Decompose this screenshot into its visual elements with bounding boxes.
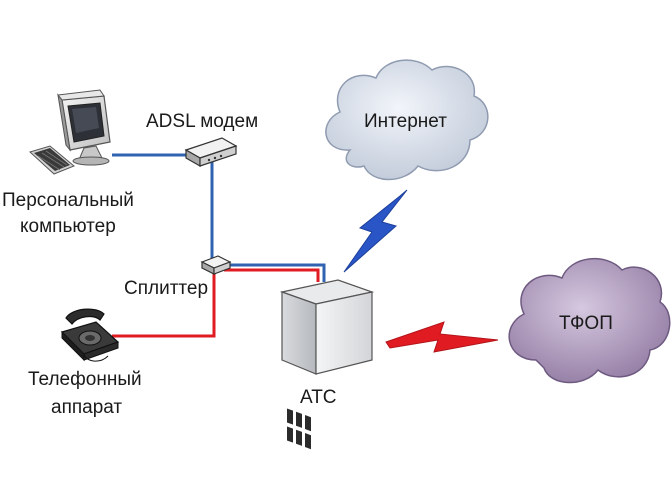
keyboard-icon <box>29 145 75 175</box>
voice-line-splitter-phone <box>112 272 216 338</box>
lightning-icon <box>343 189 408 273</box>
label-pc-line1: Персональный <box>2 190 134 211</box>
label-pstn: ТФОП <box>559 313 613 334</box>
label-splitter: Сплиттер <box>124 278 209 299</box>
ats-server-icon <box>279 279 375 450</box>
label-ats: АТС <box>300 387 337 408</box>
label-internet: Интернет <box>364 111 447 132</box>
modem-icon <box>184 137 238 168</box>
telephone-icon <box>60 308 120 362</box>
data-line-splitter-ats <box>224 263 326 282</box>
internet-cloud-icon <box>325 59 489 181</box>
label-phone-line2: аппарат <box>51 397 123 418</box>
lightning-icon <box>385 321 499 353</box>
computer-icon <box>57 89 111 166</box>
label-pc-line2: компьютер <box>20 216 116 237</box>
pstn-cloud-icon <box>508 257 671 384</box>
label-phone-line1: Телефонный <box>28 369 142 390</box>
splitter-icon <box>200 255 232 275</box>
connection-lines <box>112 153 326 338</box>
voice-line-splitter-ats <box>224 268 320 282</box>
label-modem: ADSL модем <box>146 111 259 132</box>
